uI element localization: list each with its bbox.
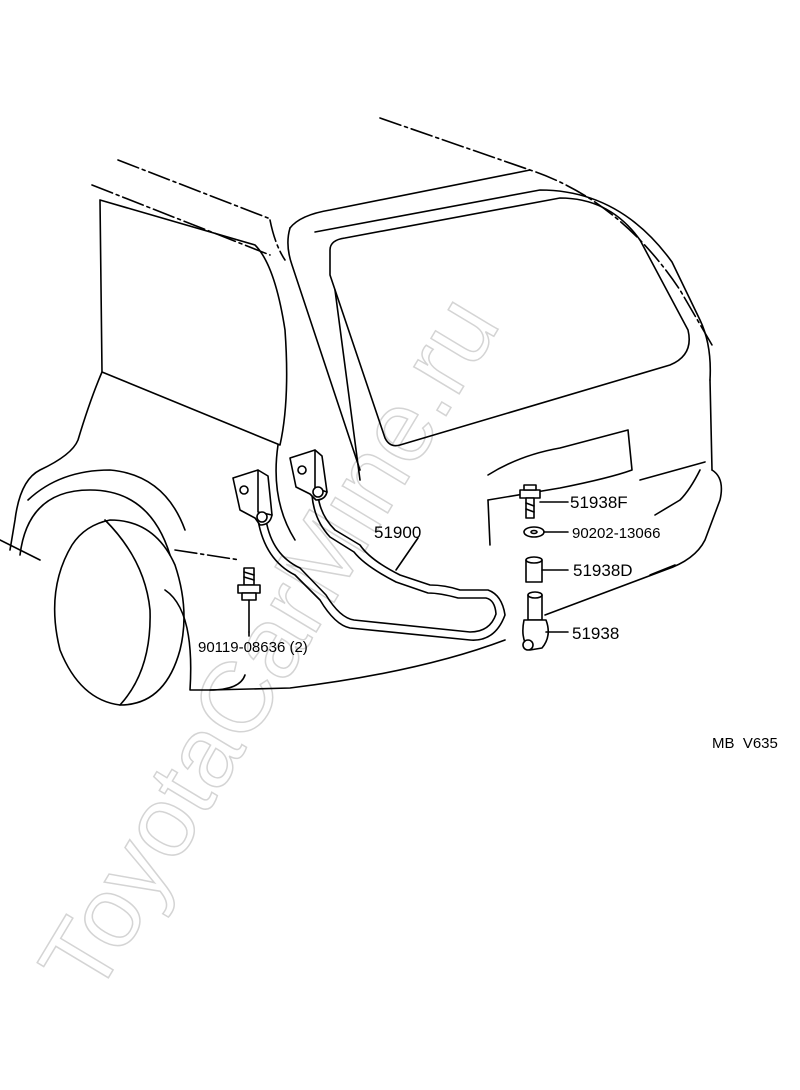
washer-hose-51900 — [257, 494, 506, 641]
left-nozzle-bracket — [232, 469, 273, 526]
callout-90119-08636: 90119-08636 (2) — [198, 639, 308, 656]
hook-51938-icon — [522, 591, 569, 651]
washer-icon — [523, 526, 569, 538]
side-bolt-icon — [237, 567, 261, 633]
callout-51938f: 51938F — [570, 493, 628, 512]
vehicle-outline — [0, 117, 723, 706]
callout-51938d: 51938D — [573, 561, 633, 580]
bolt-51938f-icon — [519, 484, 569, 519]
right-nozzle-bracket — [289, 449, 328, 501]
diagram-code: MB V635 — [712, 735, 778, 752]
callout-90202-13066: 90202-13066 — [572, 525, 660, 542]
leader-51900 — [395, 537, 419, 571]
spacer-51938d-icon — [525, 556, 569, 583]
callout-51900: 51900 — [374, 523, 421, 542]
callout-51938: 51938 — [572, 624, 619, 643]
